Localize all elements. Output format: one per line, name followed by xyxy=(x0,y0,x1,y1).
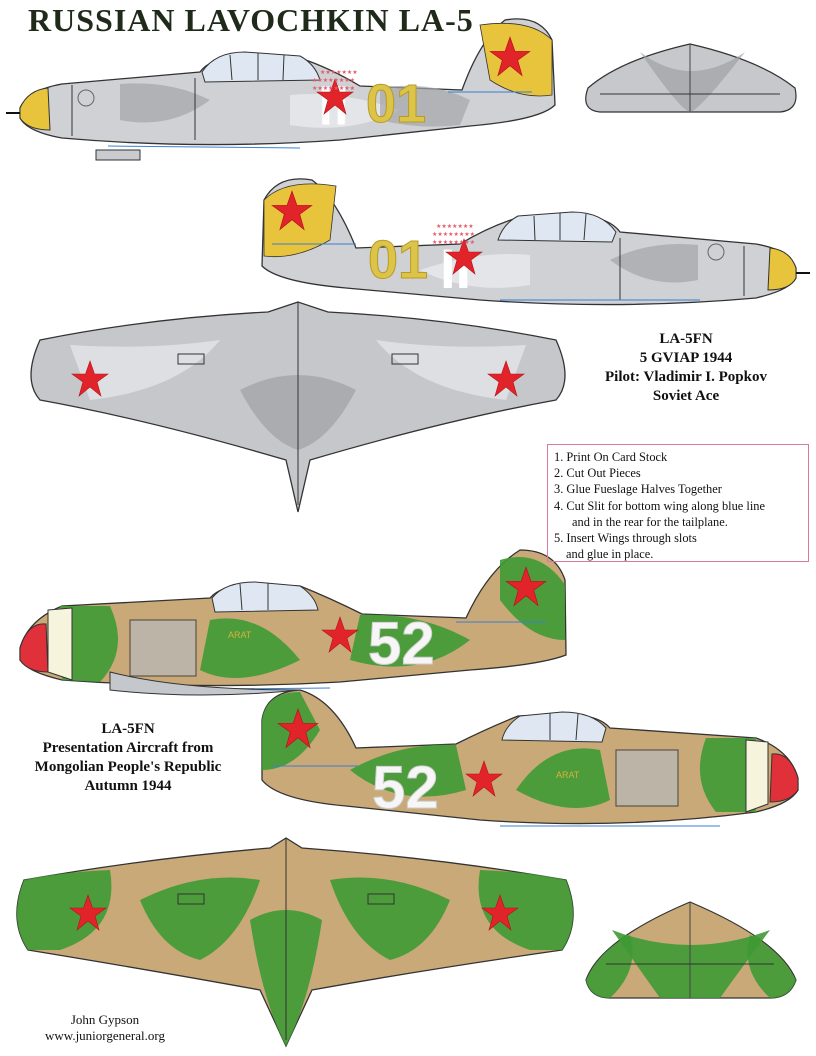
instruction-line: 5. Insert Wings through slots xyxy=(554,531,697,546)
caption-line: 5 GVIAP 1944 xyxy=(639,350,733,366)
author-name: John Gypson xyxy=(70,1012,140,1027)
aircraft-2-caption: LA-5FN Presentation Aircraft from Mongol… xyxy=(0,720,256,796)
svg-text:★★★★★★★★: ★★★★★★★★ xyxy=(312,85,355,92)
caption-line: LA-5FN xyxy=(101,721,155,737)
instruction-line: 3. Glue Fueslage Halves Together xyxy=(554,482,722,497)
svg-text:★★★★★★★: ★★★★★★★ xyxy=(320,69,358,76)
tail-number-01-top: 01 xyxy=(366,74,426,134)
svg-text:II: II xyxy=(318,74,349,137)
instruction-line: and in the rear for the tailplane. xyxy=(572,514,728,529)
grey-fuselage-right-view: II 01 ★★★★★★★★★★★★★★★★★★★★★★★ xyxy=(261,178,810,306)
green-wing xyxy=(16,837,574,1048)
caption-line: Mongolian People's Republic xyxy=(34,759,222,775)
svg-text:★★★★★★★: ★★★★★★★ xyxy=(436,223,474,230)
tail-number-52-bottom: 52 xyxy=(372,754,439,821)
website-link[interactable]: www.juniorgeneral.org xyxy=(45,1028,165,1043)
instruction-line: 2. Cut Out Pieces xyxy=(554,466,641,481)
instruction-line: 4. Cut Slit for bottom wing along blue l… xyxy=(554,498,765,513)
svg-text:★★★★★★★★: ★★★★★★★★ xyxy=(312,77,355,84)
caption-line: Pilot: Vladimir I. Popkov xyxy=(605,369,767,385)
caption-line: Presentation Aircraft from xyxy=(42,740,214,756)
instruction-line: and glue in place. xyxy=(566,547,654,562)
caption-line: LA-5FN xyxy=(659,331,713,347)
grey-tailplane xyxy=(585,43,797,113)
instruction-line: 1. Print On Card Stock xyxy=(554,450,668,464)
credit: John Gypson www.juniorgeneral.org xyxy=(0,1012,210,1044)
green-tailplane xyxy=(585,901,797,999)
assembly-instructions: 1. Print On Card Stock 2. Cut Out Pieces… xyxy=(547,444,809,562)
caption-line: Autumn 1944 xyxy=(84,778,172,794)
page-title: RUSSIAN LAVOCHKIN LA-5 xyxy=(28,2,474,38)
grey-wing xyxy=(30,301,566,513)
side-text-arat-top: ARAT xyxy=(228,630,252,640)
tail-number-52-top: 52 xyxy=(368,610,435,677)
green-fuselage-left-view: ARAT 52 xyxy=(19,549,567,696)
svg-text:★★★★★★★★: ★★★★★★★★ xyxy=(432,239,475,246)
tail-number-01-bottom: 01 xyxy=(368,230,428,290)
caption-line: Soviet Ace xyxy=(652,388,720,404)
aircraft-1-caption: LA-5FN 5 GVIAP 1944 Pilot: Vladimir I. P… xyxy=(576,330,796,406)
green-fuselage-right-view: ARAT 52 xyxy=(261,689,799,827)
grey-fuselage-left-view: II 01 ★★★★★★★★★★★★★★★★★★★★★★★ xyxy=(6,18,556,161)
svg-text:★★★★★★★★: ★★★★★★★★ xyxy=(432,231,475,238)
side-text-arat-bottom: ARAT xyxy=(556,770,580,780)
